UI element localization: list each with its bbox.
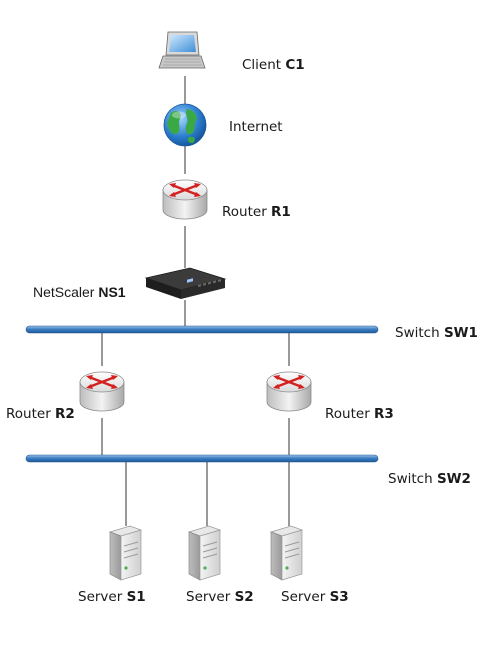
server-s3-label: Server S3 [281,589,349,605]
server-s1-label: Server S1 [78,589,146,605]
router-r1-label: Router R1 [222,204,291,220]
globe-icon[interactable] [163,103,207,147]
netscaler-ns1-label: NetScaler NS1 [33,284,126,300]
switch-sw2-bus[interactable] [25,454,379,463]
appliance-icon[interactable] [144,267,227,299]
router-r2-label: Router R2 [6,406,75,422]
internet-label: Internet [229,119,283,135]
connection-lines [101,76,290,526]
server-icon[interactable] [270,525,303,581]
server-s2-label: Server S2 [186,589,254,605]
switch-sw1-label: Switch SW1 [395,325,478,341]
router-icon[interactable] [78,370,126,413]
laptop-icon[interactable] [158,31,206,69]
router-r3-label: Router R3 [325,406,394,422]
router-icon[interactable] [265,370,313,413]
server-icon[interactable] [188,525,221,581]
router-icon[interactable] [161,178,209,221]
switch-sw1-bus[interactable] [25,325,379,334]
switch-sw2-label: Switch SW2 [388,471,471,487]
client-label: Client C1 [242,57,305,73]
server-icon[interactable] [109,525,142,581]
